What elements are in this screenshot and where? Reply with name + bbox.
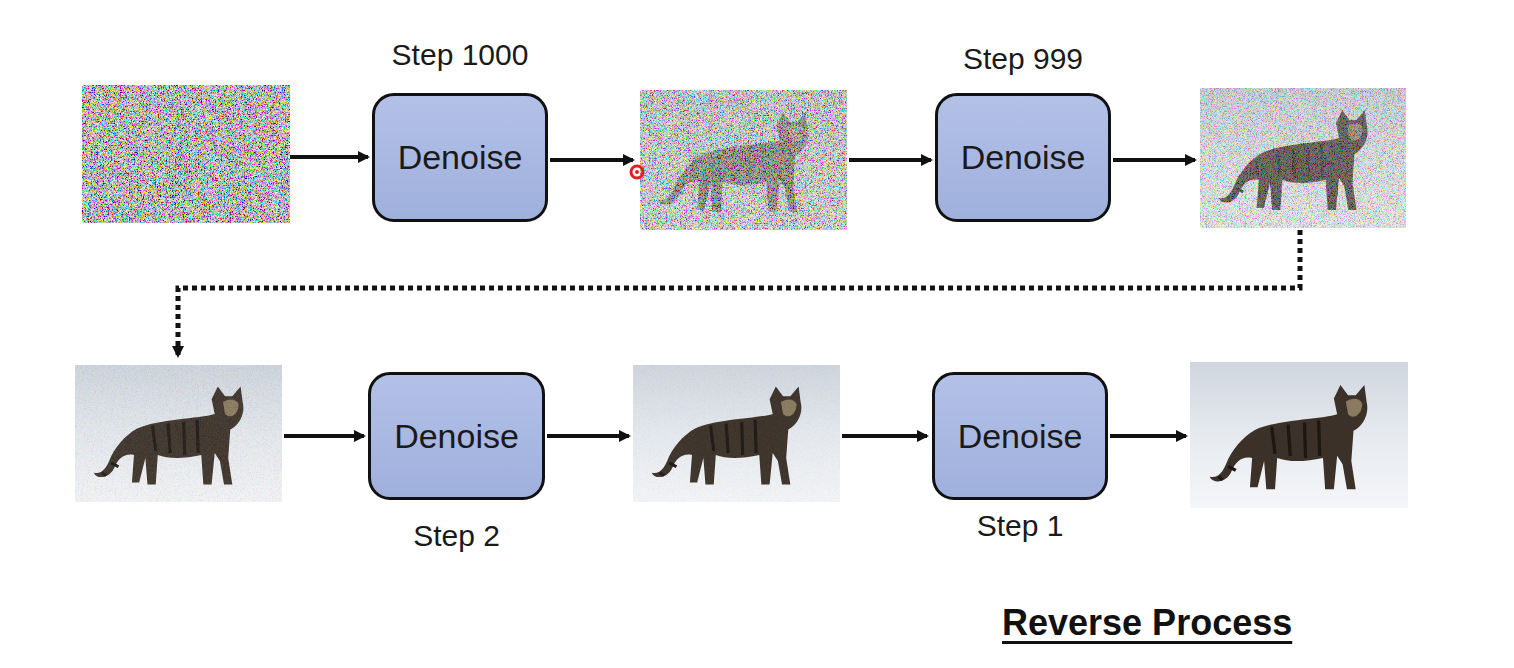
step-label: Step 1000 (392, 38, 529, 72)
section-title: Reverse Process (1002, 602, 1292, 644)
box-label: Denoise (394, 417, 519, 456)
step-label: Step 999 (963, 42, 1083, 76)
step-label: Step 2 (413, 519, 500, 553)
box-label: Denoise (961, 138, 1086, 177)
process-box: Step 1000Denoise (372, 93, 548, 222)
step-label: Step 1 (977, 509, 1064, 543)
process-box: DenoiseStep 2 (368, 372, 545, 500)
box-label: Denoise (958, 417, 1083, 456)
box-label: Denoise (398, 138, 523, 177)
process-box: Step 999Denoise (935, 93, 1111, 222)
process-box: DenoiseStep 1 (932, 372, 1108, 500)
